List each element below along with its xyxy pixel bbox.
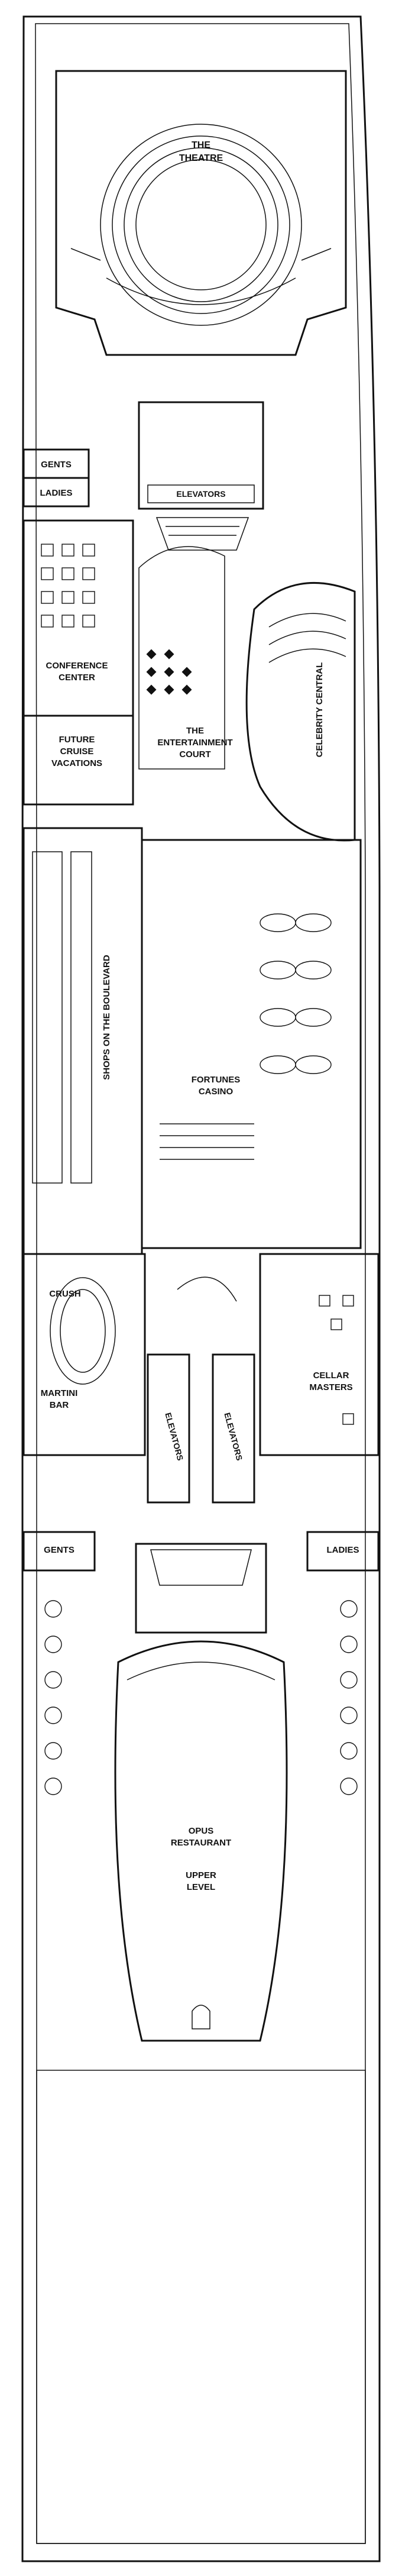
- celebrity-central-area: [245, 581, 356, 842]
- cellar-masters-label-line2: MASTERS: [309, 1382, 352, 1392]
- gents-lower-label: GENTS: [44, 1545, 74, 1555]
- theatre-label-line1: THE: [192, 140, 210, 150]
- elevators-upper-label: ELEVATORS: [176, 489, 225, 499]
- conference-center-area: [22, 519, 134, 717]
- celebrity-central-label: CELEBRITY CENTRAL: [315, 662, 325, 758]
- gents-lower-room: [22, 1531, 96, 1572]
- cellar-masters-label-line1: CELLAR: [313, 1371, 349, 1381]
- conference-center-label-line1: CONFERENCE: [46, 661, 108, 671]
- hull-outline: [21, 15, 381, 2562]
- elevator-shaft-upper: [138, 401, 264, 551]
- entertainment-court-area: [138, 546, 225, 770]
- theatre-label-line2: THEATRE: [179, 153, 223, 163]
- martini-bar-label-line2: BAR: [50, 1400, 69, 1410]
- martini-bar-label-line1: MARTINI: [41, 1388, 78, 1398]
- fortunes-casino-label-line1: FORTUNES: [192, 1075, 241, 1085]
- upper-level-label-line1: UPPER: [186, 1870, 216, 1880]
- ladies-lower-label: LADIES: [326, 1545, 359, 1555]
- conference-center-label-line2: CENTER: [59, 673, 95, 683]
- elevators-left-label: ELEVATORS: [163, 1411, 185, 1462]
- martini-bar-area: [22, 1253, 146, 1456]
- opus-restaurant-label-line1: OPUS: [189, 1826, 214, 1836]
- ladies-upper-label: LADIES: [40, 488, 72, 498]
- cellar-masters-area: [259, 1253, 380, 1456]
- elevator-shaft-center: [147, 1276, 255, 1504]
- elevators-right-label: ELEVATORS: [222, 1411, 244, 1462]
- shops-boulevard-area: [22, 827, 143, 1255]
- crush-label: CRUSH: [49, 1289, 80, 1299]
- entertainment-court-label-line1: THE: [186, 726, 204, 736]
- future-cruise-vacations-room: [22, 715, 134, 806]
- future-cruise-label-line3: VACATIONS: [51, 758, 102, 768]
- ladies-lower-room: [306, 1531, 380, 1572]
- fortunes-casino-label-line2: CASINO: [199, 1087, 234, 1097]
- fortunes-casino-area: [141, 839, 362, 1249]
- opus-restaurant-area: [44, 1543, 358, 2042]
- theatre-area: [55, 70, 347, 356]
- gents-upper-label: GENTS: [41, 460, 72, 470]
- shops-boulevard-label: SHOPS ON THE BOULEVARD: [102, 955, 112, 1080]
- entertainment-court-label-line3: COURT: [179, 749, 210, 759]
- entertainment-court-label-line2: ENTERTAINMENT: [157, 738, 232, 748]
- ladies-upper-room: [22, 477, 90, 508]
- future-cruise-label-line2: CRUISE: [60, 746, 94, 757]
- upper-level-label-line2: LEVEL: [187, 1882, 215, 1892]
- opus-restaurant-label-line2: RESTAURANT: [171, 1838, 231, 1848]
- future-cruise-label-line1: FUTURE: [59, 735, 95, 745]
- stern-area: [36, 2070, 366, 2544]
